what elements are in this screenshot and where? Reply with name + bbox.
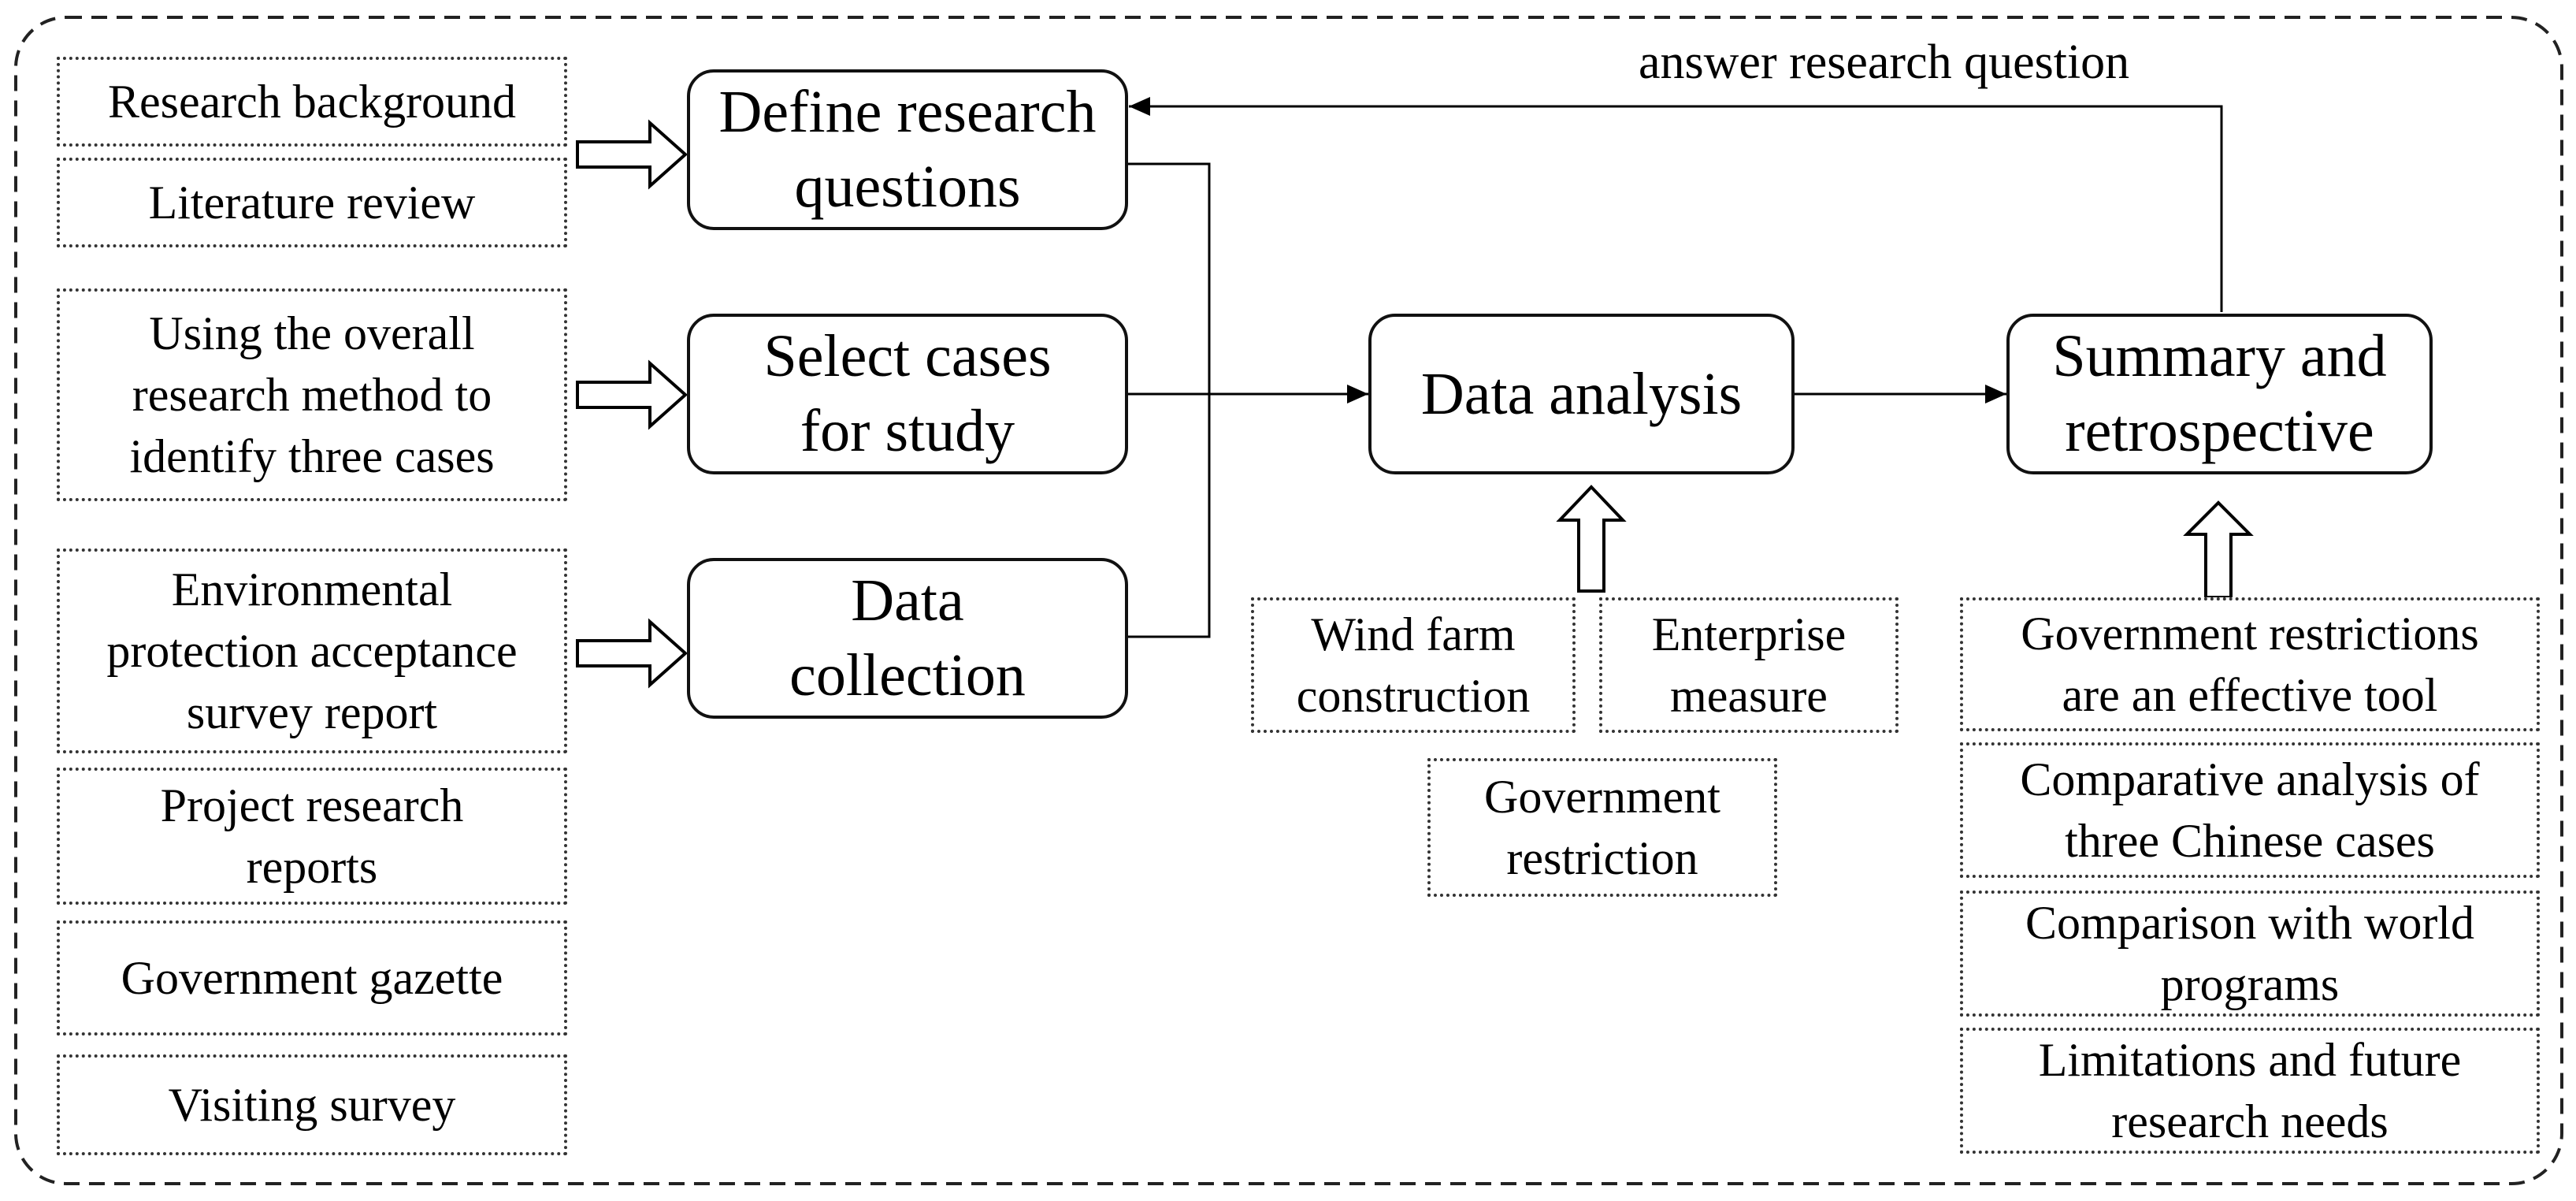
conclusion-limitations: Limitations and future research needs <box>1960 1028 2540 1154</box>
hollow-arrow-to-summary <box>2183 500 2254 599</box>
factor-wind-farm-construction: Wind farm construction <box>1251 597 1576 733</box>
step-data-collection: Data collection <box>687 558 1128 719</box>
connector-bracket <box>1128 162 1211 638</box>
conclusion-world-comparison: Comparison with world programs <box>1960 891 2540 1017</box>
input-overall-method: Using the overall research method to ide… <box>57 288 567 501</box>
hollow-arrow-to-define <box>576 119 689 190</box>
input-environmental-report: Environmental protection acceptance surv… <box>57 548 567 753</box>
step-define-research-questions: Define research questions <box>687 69 1128 230</box>
outer-dashed-border <box>14 16 2563 1185</box>
hollow-arrow-to-analysis <box>1556 485 1627 593</box>
conclusion-comparative-analysis: Comparative analysis of three Chinese ca… <box>1960 742 2540 878</box>
conclusion-government-tool: Government restrictions are an effective… <box>1960 597 2540 731</box>
step-summary-retrospective: Summary and retrospective <box>2006 314 2433 474</box>
hollow-arrow-to-select <box>576 359 689 430</box>
step-select-cases: Select cases for study <box>687 314 1128 474</box>
input-research-background: Research background <box>57 57 567 147</box>
arrow-feedback-to-define <box>1129 97 2223 312</box>
input-government-gazette: Government gazette <box>57 920 567 1036</box>
input-visiting-survey: Visiting survey <box>57 1054 567 1155</box>
factor-government-restriction: Government restriction <box>1427 758 1777 897</box>
input-literature-review: Literature review <box>57 158 567 247</box>
feedback-label: answer research question <box>1639 35 2130 89</box>
hollow-arrow-to-collection <box>576 618 689 689</box>
step-data-analysis: Data analysis <box>1368 314 1795 474</box>
factor-enterprise-measure: Enterprise measure <box>1599 597 1899 733</box>
input-project-reports: Project research reports <box>57 768 567 905</box>
